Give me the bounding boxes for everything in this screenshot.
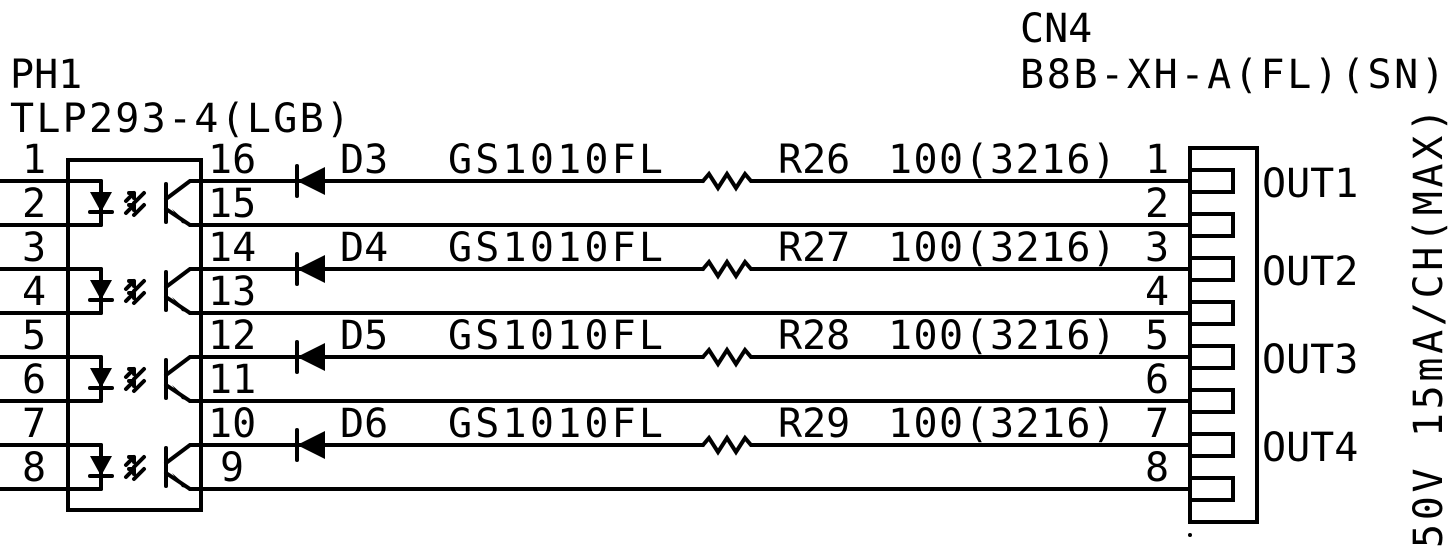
output-label: OUT2 <box>1262 249 1358 295</box>
connector-pin-stub <box>1188 256 1235 282</box>
led-icon <box>90 456 112 476</box>
rating-note: 50V 15mA/CH(MAX) <box>1406 108 1451 548</box>
connector-part: B8B-XH-A(FL)(SN) <box>1020 52 1445 98</box>
output-label: OUT3 <box>1262 337 1358 383</box>
connector-pin-stub <box>1188 168 1235 194</box>
diode-icon <box>297 343 325 371</box>
opto-right-pin-number: 9 <box>220 445 244 491</box>
resistor-icon <box>701 170 759 192</box>
opto-left-pin-number: 1 <box>22 137 46 183</box>
connector-pin-number: 7 <box>1145 401 1169 447</box>
diode-icon <box>297 431 325 459</box>
optocoupler-part: TLP293-4(LGB) <box>10 96 350 142</box>
diode-ref: D4 <box>340 225 388 271</box>
connector-pin-number: 6 <box>1145 357 1169 403</box>
emitter-arrow-icon <box>172 209 190 225</box>
connector-pin-stub <box>1188 344 1235 370</box>
diode-part: GS1010FL <box>448 225 663 271</box>
connector-pin-number: 8 <box>1145 445 1169 491</box>
diode-part: GS1010FL <box>448 401 663 447</box>
connector-pin-stub <box>1188 388 1235 414</box>
resistor-icon <box>701 346 759 368</box>
resistor-ref: R28 <box>778 313 850 359</box>
connector-pin-stub <box>1188 212 1235 238</box>
phototransistor-collector <box>164 355 203 377</box>
emitter-arrow-icon <box>172 473 190 489</box>
diode-ref: D5 <box>340 313 388 359</box>
phototransistor-collector <box>164 443 203 465</box>
led-icon <box>90 280 112 300</box>
opto-right-pin-number: 14 <box>208 225 256 271</box>
resistor-ref: R26 <box>778 137 850 183</box>
resistor-ref: R29 <box>778 401 850 447</box>
connector-marker-dot <box>1188 533 1192 537</box>
opto-right-pin-number: 10 <box>208 401 256 447</box>
opto-right-pin-number: 12 <box>208 313 256 359</box>
resistor-icon <box>701 434 759 456</box>
opto-left-pin-number: 2 <box>22 181 46 227</box>
opto-right-pin-number: 16 <box>208 137 256 183</box>
light-arrow-icon <box>124 279 146 305</box>
light-arrow-icon <box>124 191 146 217</box>
light-arrow-icon <box>124 455 146 481</box>
light-arrow-icon <box>124 367 146 393</box>
opto-left-pin-number: 6 <box>22 357 46 403</box>
connector-ref: CN4 <box>1020 6 1092 52</box>
led-icon <box>90 368 112 388</box>
opto-left-pin-number: 7 <box>22 401 46 447</box>
connector-pin-number: 2 <box>1145 181 1169 227</box>
emitter-arrow-icon <box>172 385 190 401</box>
connector-pin-stub <box>1188 476 1235 502</box>
opto-right-pin-number: 15 <box>208 181 256 227</box>
opto-left-pin-number: 5 <box>22 313 46 359</box>
opto-right-pin-number: 11 <box>208 357 256 403</box>
resistor-value: 100(3216) <box>888 313 1116 359</box>
optocoupler-body <box>66 158 203 512</box>
resistor-value: 100(3216) <box>888 401 1116 447</box>
connector-pin-number: 5 <box>1145 313 1169 359</box>
phototransistor-collector <box>164 179 203 201</box>
resistor-value: 100(3216) <box>888 137 1116 183</box>
phototransistor-collector <box>164 267 203 289</box>
opto-left-pin-number: 4 <box>22 269 46 315</box>
diode-part: GS1010FL <box>448 137 663 183</box>
output-label: OUT4 <box>1262 425 1358 471</box>
emitter-arrow-icon <box>172 297 190 313</box>
connector-pin-number: 1 <box>1145 137 1169 183</box>
diode-part: GS1010FL <box>448 313 663 359</box>
diode-ref: D3 <box>340 137 388 183</box>
diode-ref: D6 <box>340 401 388 447</box>
connector-pin-number: 4 <box>1145 269 1169 315</box>
resistor-value: 100(3216) <box>888 225 1116 271</box>
diode-icon <box>297 255 325 283</box>
opto-left-pin-number: 3 <box>22 225 46 271</box>
resistor-icon <box>701 258 759 280</box>
connector-pin-stub <box>1188 432 1235 458</box>
connector-body <box>1188 146 1259 524</box>
output-label: OUT1 <box>1262 161 1358 207</box>
resistor-ref: R27 <box>778 225 850 271</box>
opto-left-pin-number: 8 <box>22 445 46 491</box>
diode-icon <box>297 167 325 195</box>
led-icon <box>90 192 112 212</box>
connector-pin-number: 3 <box>1145 225 1169 271</box>
connector-pin-stub <box>1188 300 1235 326</box>
optocoupler-ref: PH1 <box>10 52 82 98</box>
opto-right-pin-number: 13 <box>208 269 256 315</box>
